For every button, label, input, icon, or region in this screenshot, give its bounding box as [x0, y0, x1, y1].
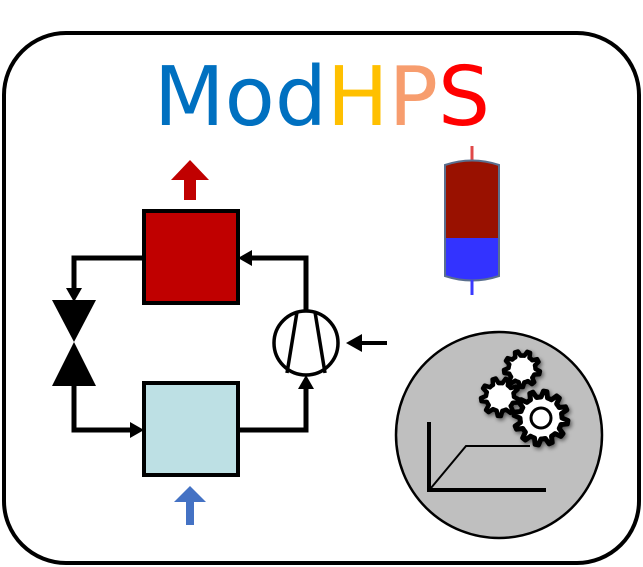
compressor-icon	[272, 309, 340, 377]
gears-icon	[478, 349, 571, 448]
pipe-valve-to-evaporator	[71, 386, 130, 433]
pipe-arrowhead-down	[66, 288, 82, 302]
heat-pump-cycle-icon	[66, 250, 314, 438]
pipe-condenser-to-valve	[71, 255, 145, 290]
logo-title: ModHPS	[154, 50, 490, 145]
storage-cold-layer	[445, 238, 499, 281]
gear-large-icon	[511, 388, 571, 448]
expansion-valve-icon	[52, 300, 96, 386]
title-part-s: S	[438, 50, 490, 145]
simulation-gears-icon	[394, 330, 604, 540]
heat-out-arrow-icon	[171, 160, 209, 200]
thermal-storage-tank-icon	[444, 146, 500, 295]
pipe-compressor-to-condenser	[252, 255, 309, 311]
pipe-evaporator-to-compressor	[238, 387, 309, 433]
gear-body	[501, 349, 543, 390]
condenser-block	[142, 209, 240, 305]
simulation-circle	[394, 330, 604, 540]
gear-hole	[529, 406, 553, 430]
title-part-mod: Mod	[154, 50, 327, 145]
pipe-arrowhead-up	[298, 375, 314, 389]
storage-hot-layer	[445, 160, 499, 238]
gear-small-icon	[501, 349, 543, 390]
simulation-plot-icon	[427, 422, 546, 492]
heat-in-arrow-icon	[174, 486, 206, 525]
evaporator-block	[142, 381, 240, 477]
title-part-h: H	[327, 50, 389, 145]
power-input-arrow-icon	[346, 334, 387, 352]
pipe-arrowhead-left	[238, 250, 252, 266]
title-part-p: P	[389, 50, 438, 145]
storage-outline	[444, 159, 500, 282]
pipe-arrowhead-right	[130, 422, 144, 438]
